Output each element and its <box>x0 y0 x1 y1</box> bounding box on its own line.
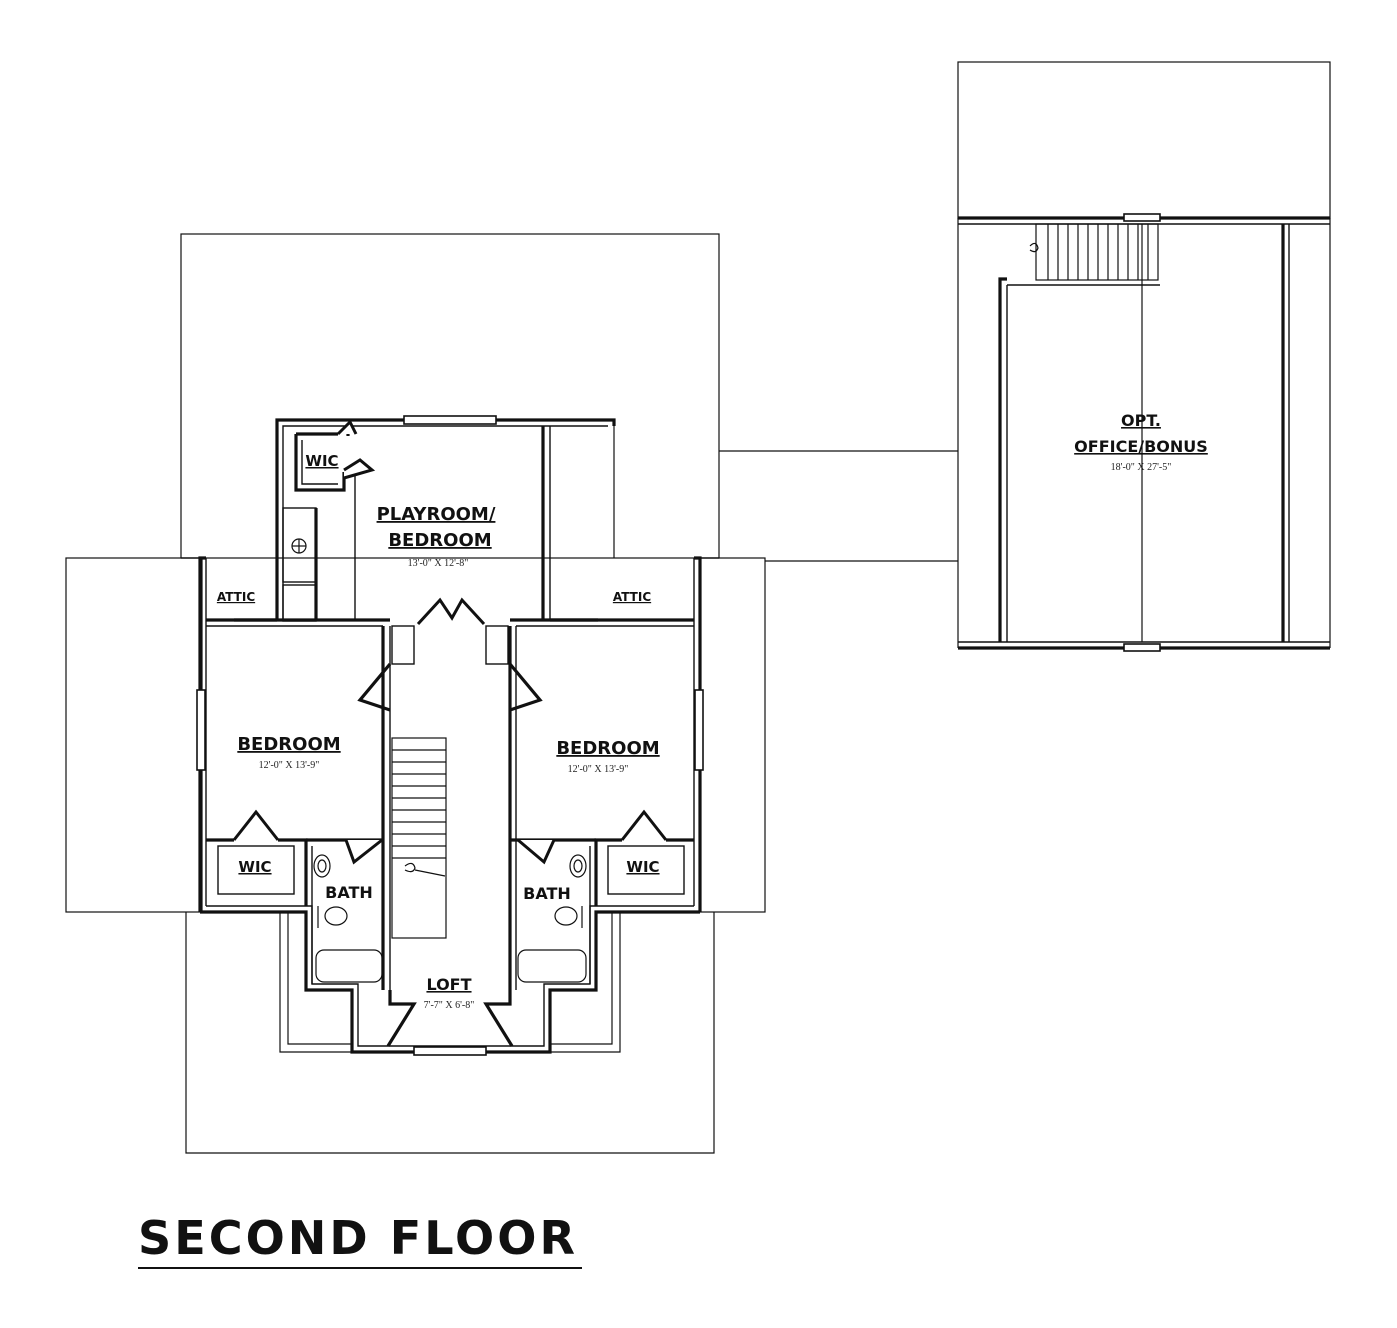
bonus-stair <box>1029 223 1159 281</box>
hall-walls <box>357 662 543 1047</box>
playroom-size: 13'-0" X 12'-8" <box>408 558 469 569</box>
roof-outline <box>65 233 958 1154</box>
room-labels: WIC PLAYROOM/ BEDROOM 13'-0" X 12'-8" AT… <box>217 411 1208 1011</box>
bonus-size: 18'-0" X 27'-5" <box>1111 462 1172 473</box>
wic-left-label: WIC <box>238 858 271 876</box>
bedroom-left-size: 12'-0" X 13'-9" <box>259 760 320 771</box>
bonus-label-1: OPT. <box>1121 411 1161 430</box>
main-stair <box>391 737 447 939</box>
loft-label: LOFT <box>426 975 471 994</box>
windows <box>196 415 704 1056</box>
bath-left-label: BATH <box>325 883 373 902</box>
drawing-title: SECOND FLOOR <box>138 1211 582 1269</box>
bedroom-right-size: 12'-0" X 13'-9" <box>568 764 629 775</box>
drawing-title-text: SECOND FLOOR <box>138 1211 578 1265</box>
tub-right <box>517 949 587 983</box>
bonus-window-top <box>1123 213 1161 222</box>
toilet-left <box>313 854 331 878</box>
tub-left <box>315 949 383 983</box>
playroom-label-2: BEDROOM <box>388 530 491 551</box>
bedroom-left-label: BEDROOM <box>237 734 340 755</box>
fixtures <box>291 538 587 983</box>
playroom-label-1: PLAYROOM/ <box>377 504 496 525</box>
attic-right-label: ATTIC <box>613 590 651 604</box>
hvac-icon <box>291 538 307 554</box>
sink-left <box>324 906 348 926</box>
wic-right-label: WIC <box>626 858 659 876</box>
bonus-outline <box>957 61 1331 652</box>
main-walls <box>198 418 702 1054</box>
window-playroom <box>403 415 497 425</box>
attic-left-label: ATTIC <box>217 590 255 604</box>
loft-size: 7'-7" X 6'-8" <box>424 1000 475 1011</box>
toilet-right <box>569 854 587 878</box>
bonus-window-bottom <box>1123 643 1161 652</box>
bedroom-right-label: BEDROOM <box>556 738 659 759</box>
wic-top-label: WIC <box>305 452 338 470</box>
doors <box>232 419 668 865</box>
sink-right <box>554 906 578 926</box>
window-bedroom-right <box>694 689 704 771</box>
bonus-label-2: OFFICE/BONUS <box>1074 437 1208 456</box>
window-loft <box>413 1046 487 1056</box>
window-bedroom-left <box>196 689 206 771</box>
bath-right-label: BATH <box>523 884 571 903</box>
